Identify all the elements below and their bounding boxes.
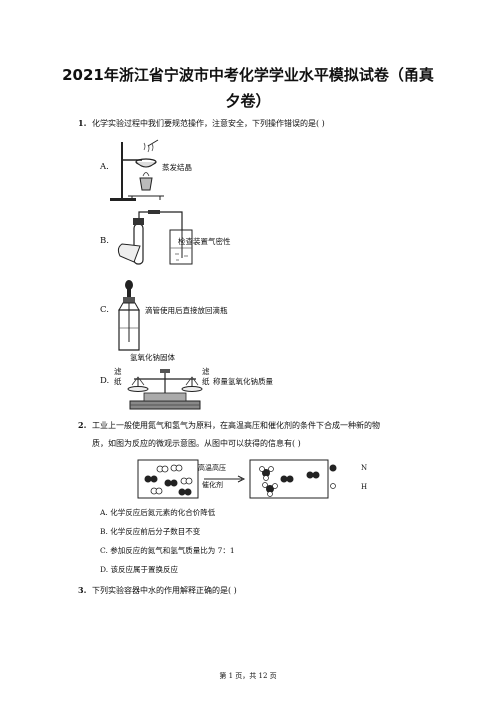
balance-label-naoh: 氢氧化钠固体 [130,353,175,362]
question-3-text: 下列实验容器中水的作用解释正确的是( ) [92,586,237,595]
q1-option-b-text: 检查装置气密性 [178,237,231,246]
balance-label-right-2: 纸 [202,377,210,386]
q2-option-d-text: 该反应属于置换反应 [110,565,179,574]
question-2-text-1: 工业上一般使用氮气和氢气为原料，在高温高压和催化剂的条件下合成一种新的物 [92,421,380,430]
q2-option-b-text: 化学反应前后分子数目不变 [110,527,201,536]
q2-option-c-text: 参加反应的氮气和氢气质量比为 7：1 [110,546,235,555]
q2-option-d-letter: D. [100,565,109,574]
airtightness-check-illustration [117,210,193,265]
legend-h-label: H [361,483,368,491]
question-3-number: 3. [78,585,87,595]
q1-option-a-text: 蒸发结晶 [162,163,192,172]
page-footer: 第 1 页，共 12 页 [219,672,277,680]
balance-scale-illustration [127,369,203,410]
q1-option-d-letter: D. [100,376,110,386]
question-3-stem: 3. 下列实验容器中水的作用解释正确的是( ) [78,584,237,597]
q1-option-a-letter: A. [100,162,109,172]
q2-option-d: D. 该反应属于置换反应 [100,564,178,576]
q2-option-a: A. 化学反应后氮元素的化合价降低 [100,507,215,519]
q2-option-b-letter: B. [100,527,108,536]
legend-n-label: N [361,464,368,472]
title-line-2: 夕卷） [225,92,271,110]
question-1-text: 化学实验过程中我们要规范操作，注意安全，下列操作错误的是( ) [92,119,325,128]
q1-option-c-letter: C. [100,305,109,315]
reaction-microscopic-diagram [137,459,337,499]
q2-option-c-letter: C. [100,546,108,555]
q2-option-c: C. 参加反应的氮气和氢气质量比为 7：1 [100,545,235,557]
question-2-stem-1: 2. 工业上一般使用氮气和氢气为原料，在高温高压和催化剂的条件下合成一种新的物 [78,419,380,432]
q2-option-b: B. 化学反应前后分子数目不变 [100,526,200,538]
page-title: 2021年浙江省宁波市中考化学学业水平模拟试卷（甬真 夕卷） [40,62,456,114]
question-1-stem: 1. 化学实验过程中我们要规范操作，注意安全，下列操作错误的是( ) [78,117,325,130]
q2-option-a-text: 化学反应后氮元素的化合价降低 [110,508,216,517]
q1-option-c-text: 滴管使用后直接放回滴瓶 [145,306,228,315]
question-1-number: 1. [78,118,87,128]
balance-label-left-2: 纸 [114,377,122,386]
question-2-stem-2: 质，如图为反应的微观示意图。从图中可以获得的信息有( ) [92,439,301,448]
q2-option-a-letter: A. [100,508,108,517]
balance-label-left-1: 滤 [114,367,122,376]
question-2-number: 2. [78,420,87,430]
title-line-1: 2021年浙江省宁波市中考化学学业水平模拟试卷（甬真 [62,66,434,84]
balance-label-right-1: 滤 [202,367,210,376]
dropper-bottle-illustration [118,280,140,351]
arrow-label-bottom: 催化剂 [202,481,223,489]
arrow-label-top: 高温高压 [198,464,226,472]
q1-option-d-text: 称量氢氧化钠质量 [213,377,273,386]
evaporation-apparatus-illustration [110,139,164,201]
q1-option-b-letter: B. [100,236,109,246]
